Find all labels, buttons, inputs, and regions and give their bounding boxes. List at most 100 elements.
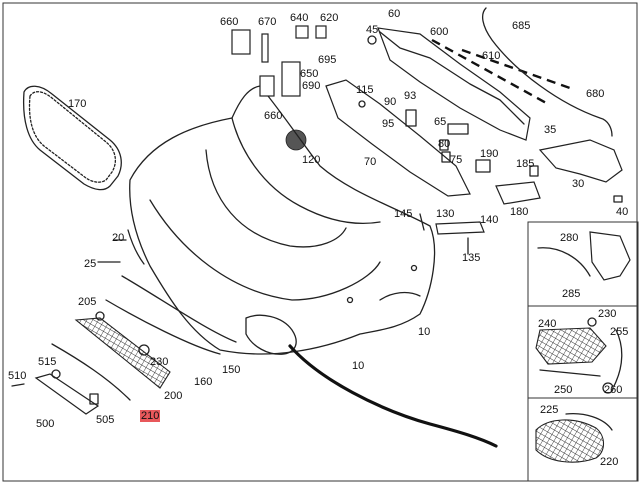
label-45[interactable]: 45 — [366, 24, 379, 36]
trim-160 — [121, 275, 237, 343]
label-25[interactable]: 25 — [84, 258, 97, 270]
part-640 — [295, 25, 309, 39]
label-685[interactable]: 685 — [512, 20, 531, 32]
radiator-grille-frame — [22, 85, 122, 191]
label-680[interactable]: 680 — [586, 88, 605, 100]
label-93[interactable]: 93 — [404, 90, 417, 102]
label-20[interactable]: 20 — [112, 232, 125, 244]
label-10-lower[interactable]: 10 — [352, 360, 365, 372]
bracket-650 — [281, 61, 301, 97]
label-650[interactable]: 650 — [300, 68, 319, 80]
part-660 — [231, 29, 251, 55]
grille-insert-240 — [535, 327, 607, 365]
clip-205 — [95, 311, 105, 321]
trim-255 — [613, 329, 623, 387]
part-40 — [613, 195, 623, 203]
label-185[interactable]: 185 — [516, 158, 535, 170]
plate-holder-500 — [34, 373, 100, 415]
upper-seal-strip-2 — [461, 48, 571, 90]
bracket-95 — [405, 109, 417, 127]
impact-absorber-70 — [325, 79, 471, 197]
lower-grille-200 — [74, 317, 171, 389]
part-185 — [529, 165, 539, 177]
part-75 — [441, 151, 451, 163]
label-670[interactable]: 670 — [258, 16, 277, 28]
part-670 — [261, 33, 269, 63]
label-115[interactable]: 115 — [356, 84, 374, 96]
part-65 — [447, 123, 469, 135]
part-130 — [435, 221, 485, 235]
upper-seal-strip — [431, 38, 549, 106]
label-90[interactable]: 90 — [384, 96, 397, 108]
label-75[interactable]: 75 — [450, 154, 463, 166]
label-80[interactable]: 80 — [438, 138, 451, 150]
clip-230 — [587, 317, 597, 327]
part-20 — [127, 229, 145, 265]
label-280[interactable]: 280 — [560, 232, 579, 244]
label-285[interactable]: 285 — [562, 288, 581, 300]
grille-insert-220 — [535, 419, 605, 463]
part-180 — [495, 181, 541, 205]
part-620 — [315, 25, 327, 39]
label-260[interactable]: 260 — [604, 384, 623, 396]
label-225[interactable]: 225 — [540, 404, 559, 416]
screw-145 — [419, 213, 425, 231]
grille-insert-280 — [589, 231, 631, 281]
label-510[interactable]: 510 — [8, 370, 27, 382]
label-255[interactable]: 255 — [610, 326, 629, 338]
label-690[interactable]: 690 — [302, 80, 321, 92]
trim-250 — [539, 369, 601, 377]
bracket-30 — [538, 139, 623, 183]
label-180[interactable]: 180 — [510, 206, 529, 218]
label-230[interactable]: 230 — [150, 356, 169, 368]
label-640[interactable]: 640 — [290, 12, 309, 24]
label-130[interactable]: 130 — [436, 208, 455, 220]
label-40[interactable]: 40 — [616, 206, 629, 218]
label-150[interactable]: 150 — [222, 364, 241, 376]
trim-150 — [105, 299, 221, 355]
label-200[interactable]: 200 — [164, 390, 183, 402]
label-95[interactable]: 95 — [382, 118, 395, 130]
label-10-right[interactable]: 10 — [418, 326, 431, 338]
label-240[interactable]: 240 — [538, 318, 557, 330]
bumper-carrier-60 — [377, 27, 531, 141]
clip-230 — [138, 344, 150, 356]
label-210-highlighted[interactable]: 210 — [140, 410, 161, 422]
label-160[interactable]: 160 — [194, 376, 213, 388]
screw-115 — [358, 100, 366, 108]
label-500[interactable]: 500 — [36, 418, 55, 430]
label-190[interactable]: 190 — [480, 148, 499, 160]
label-505[interactable]: 505 — [96, 414, 115, 426]
label-620[interactable]: 620 — [320, 12, 339, 24]
label-135[interactable]: 135 — [462, 252, 481, 264]
screw-510 — [11, 383, 25, 387]
label-70[interactable]: 70 — [364, 156, 377, 168]
sensor-190 — [475, 159, 491, 173]
label-65[interactable]: 65 — [434, 116, 447, 128]
label-230-inset[interactable]: 230 — [598, 308, 617, 320]
label-610[interactable]: 610 — [482, 50, 501, 62]
label-660-lower[interactable]: 660 — [264, 110, 283, 122]
label-60[interactable]: 60 — [388, 8, 401, 20]
clip-515 — [51, 369, 61, 379]
label-515[interactable]: 515 — [38, 356, 57, 368]
label-170[interactable]: 170 — [68, 98, 87, 110]
part-660b — [259, 75, 275, 97]
clip-260 — [602, 382, 614, 394]
label-120[interactable]: 120 — [302, 154, 321, 166]
label-140[interactable]: 140 — [480, 214, 499, 226]
label-600[interactable]: 600 — [430, 26, 449, 38]
label-660[interactable]: 660 — [220, 16, 239, 28]
label-145[interactable]: 145 — [394, 208, 413, 220]
label-250[interactable]: 250 — [554, 384, 573, 396]
label-35[interactable]: 35 — [544, 124, 557, 136]
label-30[interactable]: 30 — [572, 178, 585, 190]
emblem-120 — [285, 129, 307, 151]
label-205[interactable]: 205 — [78, 296, 97, 308]
inset-panel-3 — [527, 397, 639, 482]
label-220[interactable]: 220 — [600, 456, 619, 468]
part-80 — [439, 139, 449, 151]
label-695[interactable]: 695 — [318, 54, 337, 66]
